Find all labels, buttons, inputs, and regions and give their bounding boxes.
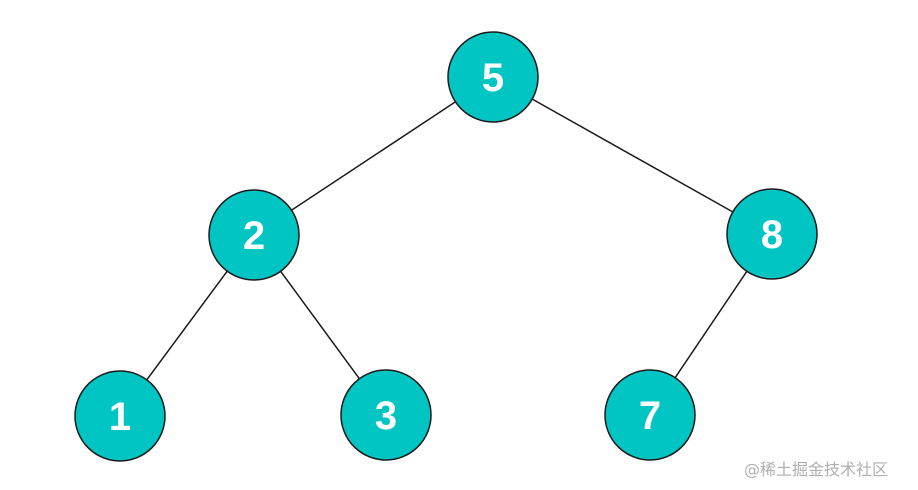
node-circle bbox=[447, 31, 539, 123]
node-label: 8 bbox=[761, 213, 783, 257]
tree-node-1: 1 bbox=[74, 370, 166, 462]
tree-node-2: 2 bbox=[208, 189, 300, 281]
node-label: 7 bbox=[639, 394, 661, 438]
watermark: @稀土掘金技术社区 bbox=[744, 460, 889, 479]
node-circle bbox=[604, 369, 696, 461]
nodes: 5 2 8 1 3 7 bbox=[74, 31, 818, 462]
edge-5-2 bbox=[253, 76, 494, 236]
node-label: 3 bbox=[375, 394, 397, 438]
tree-node-7: 7 bbox=[604, 369, 696, 461]
node-circle bbox=[208, 189, 300, 281]
tree-node-5: 5 bbox=[447, 31, 539, 123]
tree-node-8: 8 bbox=[726, 188, 818, 280]
node-circle bbox=[74, 370, 166, 462]
node-label: 1 bbox=[109, 395, 131, 439]
node-label: 2 bbox=[243, 214, 265, 258]
node-circle bbox=[340, 369, 432, 461]
node-label: 5 bbox=[482, 56, 504, 100]
tree-node-3: 3 bbox=[340, 369, 432, 461]
edge-5-8 bbox=[492, 76, 773, 235]
node-circle bbox=[726, 188, 818, 280]
